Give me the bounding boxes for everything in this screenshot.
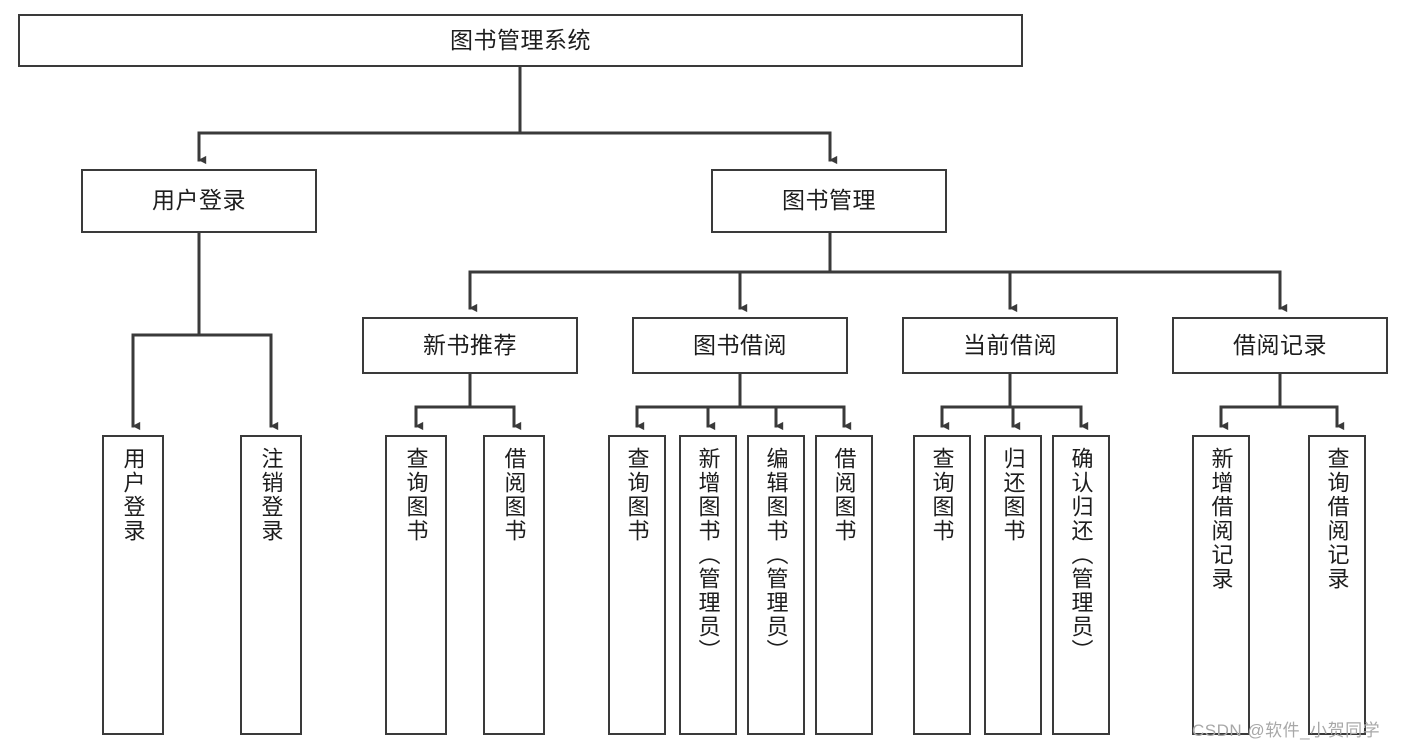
node-leaf-add-book-admin-label: 新增图书（管理员）: [695, 447, 721, 663]
node-leaf-add-book-admin[interactable]: 新增图书（管理员）: [679, 435, 737, 735]
node-user-login-label: 用户登录: [152, 187, 246, 214]
node-leaf-query-borrow-record-label: 查询借阅记录: [1324, 447, 1350, 591]
node-leaf-confirm-return-admin-label: 确认归还（管理员）: [1068, 447, 1094, 663]
node-leaf-borrow-book-label: 借阅图书: [831, 447, 857, 543]
node-new-book-recommend-label: 新书推荐: [423, 331, 517, 358]
node-book-borrow[interactable]: 图书借阅: [632, 317, 848, 374]
node-root-label: 图书管理系统: [450, 26, 591, 53]
node-leaf-add-borrow-record-label: 新增借阅记录: [1208, 447, 1234, 591]
node-leaf-borrow-book-recommend[interactable]: 借阅图书: [483, 435, 545, 735]
node-leaf-query-borrow-record[interactable]: 查询借阅记录: [1308, 435, 1366, 735]
node-leaf-return-book[interactable]: 归还图书: [984, 435, 1042, 735]
node-book-management-label: 图书管理: [782, 187, 876, 214]
csdn-watermark: CSDN @软件_小贺同学: [1192, 721, 1381, 740]
node-leaf-user-logout-label: 注销登录: [258, 447, 284, 543]
node-leaf-query-book-recommend-label: 查询图书: [403, 447, 429, 543]
node-book-borrow-label: 图书借阅: [693, 331, 787, 358]
node-leaf-borrow-book-recommend-label: 借阅图书: [501, 447, 527, 543]
node-current-borrow[interactable]: 当前借阅: [902, 317, 1118, 374]
node-leaf-query-book-current[interactable]: 查询图书: [913, 435, 971, 735]
node-book-management[interactable]: 图书管理: [711, 169, 947, 233]
node-borrow-record-label: 借阅记录: [1233, 331, 1327, 358]
node-user-login[interactable]: 用户登录: [81, 169, 317, 233]
node-leaf-edit-book-admin[interactable]: 编辑图书（管理员）: [747, 435, 805, 735]
node-leaf-user-login-label: 用户登录: [120, 447, 146, 543]
node-root[interactable]: 图书管理系统: [18, 14, 1023, 67]
node-leaf-edit-book-admin-label: 编辑图书（管理员）: [763, 447, 789, 663]
node-leaf-query-book-recommend[interactable]: 查询图书: [385, 435, 447, 735]
node-leaf-user-login[interactable]: 用户登录: [102, 435, 164, 735]
node-leaf-query-book-current-label: 查询图书: [929, 447, 955, 543]
node-leaf-confirm-return-admin[interactable]: 确认归还（管理员）: [1052, 435, 1110, 735]
node-new-book-recommend[interactable]: 新书推荐: [362, 317, 578, 374]
node-current-borrow-label: 当前借阅: [963, 331, 1057, 358]
node-leaf-query-book-borrow-label: 查询图书: [624, 447, 650, 543]
node-leaf-return-book-label: 归还图书: [1000, 447, 1026, 543]
node-borrow-record[interactable]: 借阅记录: [1172, 317, 1388, 374]
node-leaf-add-borrow-record[interactable]: 新增借阅记录: [1192, 435, 1250, 735]
node-leaf-borrow-book[interactable]: 借阅图书: [815, 435, 873, 735]
node-leaf-user-logout[interactable]: 注销登录: [240, 435, 302, 735]
node-leaf-query-book-borrow[interactable]: 查询图书: [608, 435, 666, 735]
